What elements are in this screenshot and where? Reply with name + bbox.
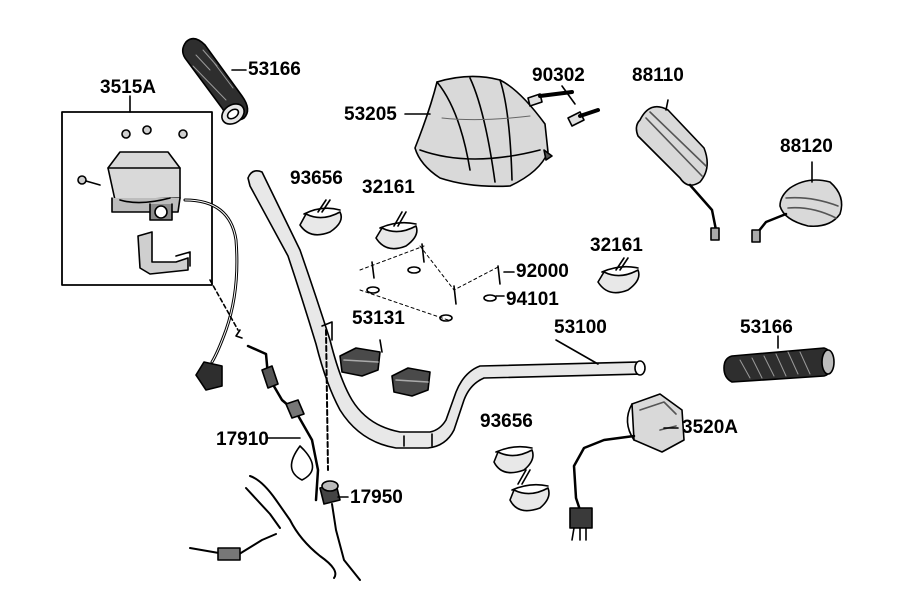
label-94101: 94101 [506,289,559,310]
label-92000: 92000 [516,261,569,282]
label-53131: 53131 [352,308,405,329]
label-3515A: 3515A [100,77,156,98]
grip-right [723,335,835,383]
label-32161-right: 32161 [590,235,643,256]
label-17950: 17950 [350,487,403,508]
label-3520A: 3520A [682,417,738,438]
bolts-90302 [527,85,600,127]
label-17910: 17910 [216,429,269,450]
brake-hose-left [183,198,239,391]
label-93656-bottom: 93656 [480,411,533,432]
dashed-pointer-1 [209,279,239,331]
grip-top-left [181,37,249,125]
label-53205: 53205 [344,104,397,125]
strap-93656-bottom [493,445,550,512]
mirror-right [751,161,843,243]
right-switch [569,393,685,541]
label-90302: 90302 [532,65,585,86]
label-53166-right: 53166 [740,317,793,338]
label-32161-top: 32161 [362,177,415,198]
label-53166-top: 53166 [248,59,301,80]
strap-32161-top [375,211,418,250]
handlebar [247,170,646,449]
label-88110: 88110 [632,65,684,86]
mirror-left [635,99,720,241]
handlebar-clamps [339,339,431,397]
throttle-cables [189,321,361,581]
label-88120: 88120 [780,136,833,157]
label-53100: 53100 [554,317,607,338]
strap-32161-right [597,257,640,294]
bolts-washers [359,243,515,322]
windscreen [404,75,553,188]
label-93656-top: 93656 [290,168,343,189]
strap-93656-top [299,199,343,236]
master-cylinder-group [61,95,213,286]
